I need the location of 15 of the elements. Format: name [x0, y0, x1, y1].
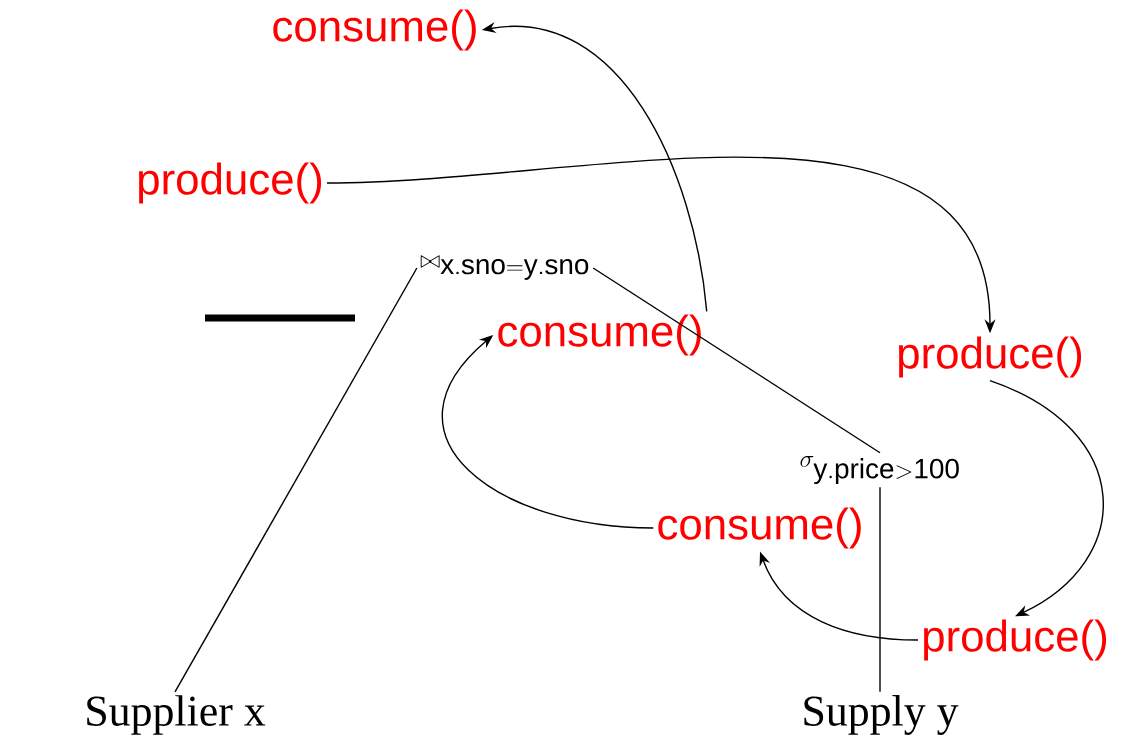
function-label: consume(): [658, 507, 861, 549]
operator-formula: $\sigma_{\mathrm{y.price>100}}$: [800, 455, 959, 485]
function-label: produce(): [924, 619, 1107, 661]
function-label: consume(): [498, 314, 701, 356]
relation-label: Supply y: [804, 695, 959, 735]
arrow: [441, 335, 654, 529]
function-label: produce(): [139, 162, 322, 204]
tree-edge: [879, 486, 881, 693]
arrow: [989, 379, 1104, 617]
tree-edge: [174, 267, 418, 693]
tree-edge: [592, 267, 881, 454]
function-label: consume(): [273, 9, 476, 51]
function-label: produce(): [899, 336, 1082, 378]
operator-formula: $\bowtie_{\mathrm{x.sno=y.sno}}$: [420, 255, 589, 280]
relation-label: Supplier x: [87, 695, 266, 735]
